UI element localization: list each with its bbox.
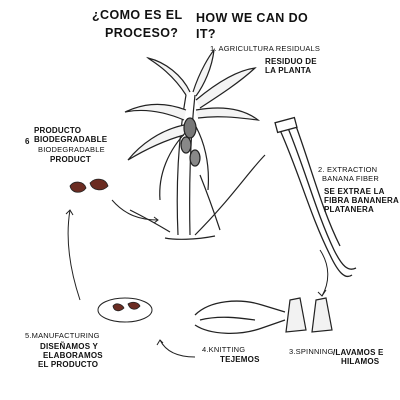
step1-es-line2: LA PLANTA bbox=[265, 66, 312, 75]
step6-es-line1: PRODUCTO bbox=[34, 126, 82, 135]
step3-en: 3.SPINNING bbox=[289, 347, 334, 356]
step5-es-line2: ELABORAMOS bbox=[43, 351, 103, 360]
step6-es-line2: BIODEGRADABLE bbox=[34, 135, 108, 144]
heading-es-line2: PROCESO? bbox=[105, 26, 179, 40]
step5-es-line3: EL PRODUCTO bbox=[38, 360, 99, 369]
heading-en-line2: IT? bbox=[196, 27, 216, 41]
banana-plant-illustration bbox=[124, 48, 266, 240]
step6-en-line2: PRODUCT bbox=[50, 155, 91, 164]
step5-es-line1: DISEÑAMOS Y bbox=[40, 342, 99, 351]
step2-es-line2: FIBRA BANANERA O bbox=[324, 196, 400, 205]
step3-es-line1: /LAVAMOS E bbox=[333, 348, 384, 357]
banana-fiber-illustration bbox=[274, 116, 357, 278]
step2-en-line1: 2. EXTRACTION bbox=[318, 165, 378, 174]
step2-en-line2: BANANA FIBER bbox=[322, 174, 379, 183]
step6-number: 6 bbox=[25, 137, 30, 146]
process-arrows bbox=[65, 199, 329, 358]
step6-en-line1: BIODEGRADABLE bbox=[38, 145, 105, 154]
heading-en-line1: HOW WE CAN DO bbox=[196, 11, 309, 25]
step4-es: TEJEMOS bbox=[220, 355, 260, 364]
step1-label: 1. AGRICULTURA RESIDUALS bbox=[210, 44, 321, 53]
knitting-tool-illustration bbox=[194, 300, 286, 334]
step3-es-line2: HILAMOS bbox=[341, 357, 380, 366]
biodegradable-product-illustration bbox=[69, 178, 109, 193]
yarn-spools-illustration bbox=[285, 297, 333, 333]
heading-es-line1: ¿COMO ES EL bbox=[92, 8, 183, 22]
step1-es-line1: RESIDUO DE bbox=[265, 57, 317, 66]
step2-es-line1: SE EXTRAE LA bbox=[324, 187, 385, 196]
step2-es-line3: PLATANERA bbox=[324, 205, 374, 214]
step5-en: 5.MANUFACTURING bbox=[25, 331, 100, 340]
product-plate-illustration bbox=[97, 297, 153, 323]
step4-en: 4.KNITTING bbox=[202, 345, 246, 354]
